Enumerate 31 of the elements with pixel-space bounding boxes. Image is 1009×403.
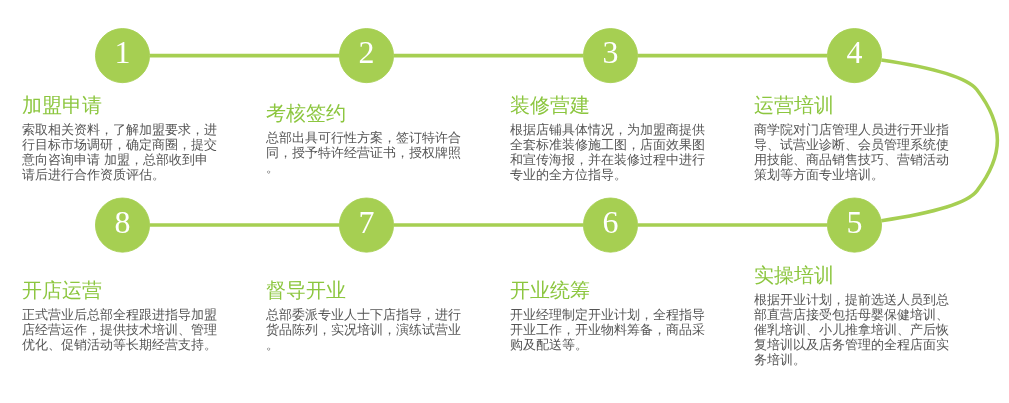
node-label: 根据店铺具体情况，为加盟商提供全套标准装修施工图，店面效果图和宣传海报，并在装修过程中进行专业的全方位指导。	[510, 121, 706, 182]
connector	[637, 53, 828, 57]
node-label: 根据开业计划，提前选送人员到总部直营店接受包括母婴保健培训、催乳培训、小儿推拿培训、产后恢复培训以及店务管理的全程店面实务培训。	[754, 291, 950, 367]
node-label: 总部委派专业人士下店指导，进行货品陈列，实况培训，演练试营业。	[266, 306, 462, 352]
node-circle: 7	[339, 197, 394, 253]
node-label: 实操培训	[754, 263, 835, 287]
node-label: 加盟申请	[22, 93, 103, 117]
connector	[393, 53, 584, 57]
connector	[393, 222, 584, 227]
connector	[637, 222, 828, 227]
node-circle: 5	[826, 197, 882, 253]
node-label: 开业统筹	[510, 278, 591, 302]
node-label: 考核签约	[266, 101, 347, 125]
node-circle: 1	[95, 27, 151, 83]
node-circle: 6	[583, 197, 638, 253]
node-circle: 3	[583, 27, 638, 83]
node-label: 总部出具可行性方案，签订特许合同，授予特许经营证书，授权牌照。	[266, 129, 462, 175]
node-label: 运营培训	[754, 93, 835, 117]
node-label: 装修营建	[510, 93, 591, 117]
node-circle: 2	[339, 27, 394, 83]
node-circle: 4	[826, 27, 882, 83]
node-label: 督导开业	[266, 278, 347, 302]
connector	[149, 53, 340, 57]
node-label: 开店运营	[22, 278, 103, 302]
node-label: 商学院对门店管理人员进行开业指导、试营业诊断、会员管理系统使用技能、商品销售技巧、营销活动策划等方面专业培训。	[754, 121, 950, 182]
connector	[149, 222, 340, 227]
node-label: 开业经理制定开业计划，全程指导开业工作，开业物料筹备，商品采购及配送等。	[510, 306, 706, 352]
connector	[881, 57, 1000, 222]
node-label: 正式营业后总部全程跟进指导加盟店经营运作，提供技术培训、管理优化、促销活动等长期经营支持。	[22, 306, 218, 352]
node-label: 索取相关资料，了解加盟要求，进行目标市场调研，确定商圈，提交意向咨询申请 加盟，总部收到申请后进行合作资质评估。	[22, 121, 218, 182]
node-circle: 8	[95, 197, 151, 253]
